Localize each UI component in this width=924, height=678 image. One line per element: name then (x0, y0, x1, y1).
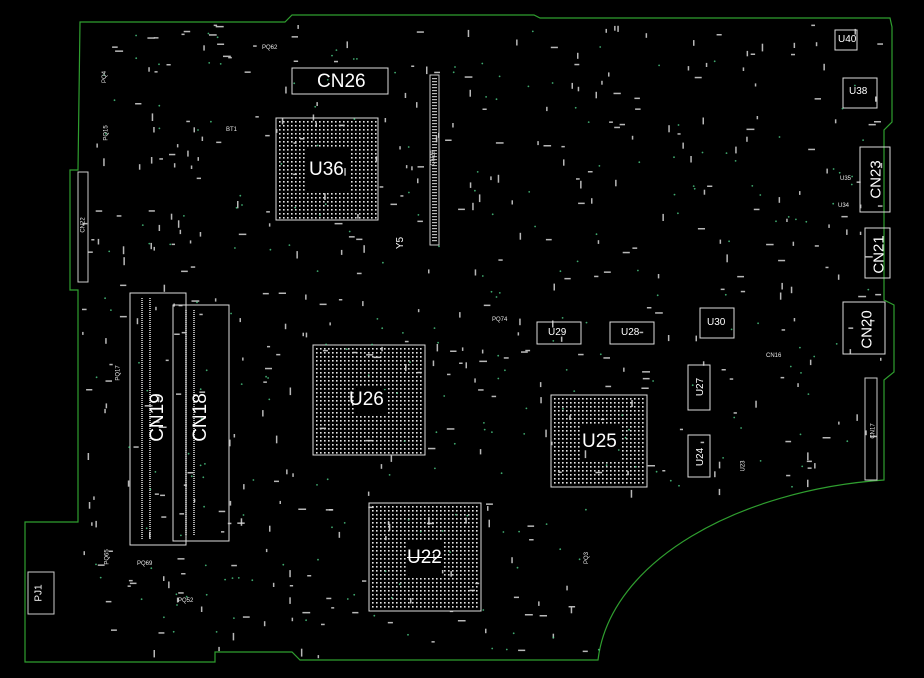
cn22-label: CN22 (80, 217, 87, 233)
u30-outline (699, 307, 735, 339)
cn18-label: CN18 (189, 393, 211, 442)
pq52-label: PQ52 (178, 598, 194, 604)
u25-label: U25 (582, 431, 617, 452)
bga-u26-body (312, 344, 426, 456)
u40-label: U40 (838, 34, 857, 45)
board-outline (24, 14, 895, 663)
pq17-label: PQ17 (115, 365, 122, 381)
u28-outline (609, 321, 655, 345)
cn26-outline (291, 67, 389, 95)
cn22-outline (77, 171, 89, 283)
u40-outline (834, 29, 858, 51)
pq3-label: PQ3 (584, 551, 591, 565)
cn21-label: CN21 (870, 235, 888, 274)
y5-label: Y5 (395, 236, 407, 250)
cn29-label: CN29 (430, 150, 437, 166)
cn29-outline (429, 74, 440, 246)
pq69-label: PQ69 (137, 561, 153, 567)
cn17-outline (864, 377, 878, 481)
u35-label: U35 (840, 176, 852, 182)
cn16-label: CN16 (766, 353, 782, 359)
cn20-label: CN20 (858, 310, 876, 349)
cn26-label: CN26 (317, 71, 366, 92)
bga-u36-body (275, 117, 379, 221)
cn19-label: CN19 (146, 393, 168, 442)
bga-u22-body (368, 502, 482, 612)
u30-label: U30 (707, 317, 726, 328)
u24-outline (687, 434, 711, 478)
pj1-label: PJ1 (33, 584, 45, 602)
u36-label: U36 (309, 159, 344, 180)
cn18-outline (172, 304, 230, 542)
bga-u25-body (550, 394, 648, 488)
u27-label: U27 (695, 377, 707, 397)
bt1-label: BT1 (226, 127, 238, 133)
u38-label: U38 (849, 86, 868, 97)
u26-label: U26 (349, 389, 384, 410)
u22-label: U22 (407, 547, 442, 568)
u23-label: U23 (740, 460, 747, 472)
u27-outline (687, 364, 711, 411)
u29-label: U29 (548, 327, 567, 338)
u24-label: U24 (695, 447, 707, 467)
pq62-label: PQ62 (262, 45, 278, 51)
u34-label: U34 (838, 203, 850, 209)
cn20-outline (842, 301, 886, 355)
cn17-label: CN17 (870, 423, 877, 439)
pq74-label: PQ74 (492, 317, 508, 323)
u28-label: U28 (621, 327, 640, 338)
u38-outline (842, 77, 878, 109)
u29-outline (536, 321, 582, 345)
cn23-outline (859, 146, 891, 213)
pq4-label: PQ4 (102, 70, 109, 84)
pj1-outline (27, 571, 55, 615)
cn21-outline (864, 227, 891, 279)
pq15-label: PQ15 (103, 125, 110, 141)
cn23-label: CN23 (867, 160, 885, 199)
pq65-label: PQ65 (104, 549, 111, 565)
